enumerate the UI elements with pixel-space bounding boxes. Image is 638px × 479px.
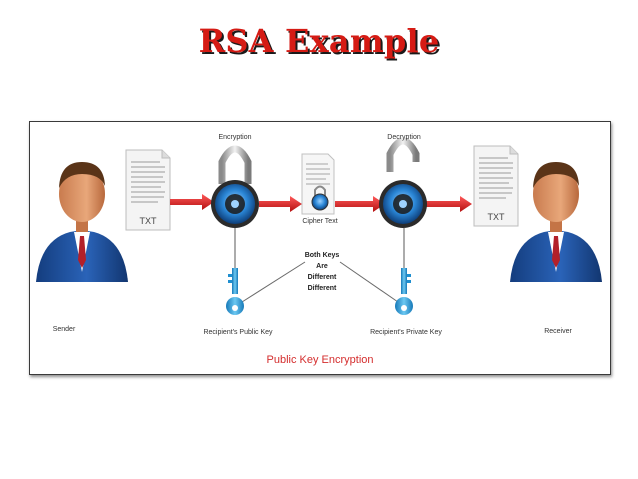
arrow-icon xyxy=(335,196,385,212)
rsa-diagram: TXT TXT xyxy=(29,121,611,375)
public-key-label: Recipient's Public Key xyxy=(203,329,273,336)
decrypted-document-icon: TXT xyxy=(473,145,519,227)
arrow-icon xyxy=(170,194,214,210)
diagram-graphics: TXT TXT xyxy=(36,137,602,315)
public-key-icon xyxy=(226,268,244,315)
cipher-text-label: Cipher Text xyxy=(302,218,338,225)
doc-right-label: TXT xyxy=(488,212,506,222)
sender-person-icon xyxy=(36,162,128,282)
both-keys-line: Different xyxy=(307,285,337,292)
both-keys-line: Different xyxy=(307,274,337,281)
slide-title: RSA Example xyxy=(198,22,440,60)
arrow-icon xyxy=(259,196,302,212)
connector-line xyxy=(241,261,306,303)
private-key-icon xyxy=(395,268,413,315)
both-keys-line: Both Keys xyxy=(304,252,340,259)
both-keys-note: Both Keys Are Different Different xyxy=(292,250,352,294)
ciphertext-document-icon xyxy=(301,153,335,215)
connector-line xyxy=(339,261,399,303)
diagram-caption: Public Key Encryption xyxy=(266,354,374,366)
plaintext-document-icon: TXT xyxy=(125,149,171,231)
both-keys-line: Are xyxy=(316,263,328,270)
decryption-padlock-icon xyxy=(379,137,427,228)
sender-label: Sender xyxy=(52,326,76,333)
doc-left-label: TXT xyxy=(140,216,158,226)
decryption-label: Decryption xyxy=(387,134,421,141)
encryption-label: Encryption xyxy=(218,134,252,141)
encryption-padlock-icon xyxy=(211,145,259,228)
receiver-person-icon xyxy=(510,162,602,282)
private-key-label: Recipient's Private Key xyxy=(370,329,442,336)
receiver-label: Receiver xyxy=(544,328,572,335)
arrow-icon xyxy=(426,196,472,212)
